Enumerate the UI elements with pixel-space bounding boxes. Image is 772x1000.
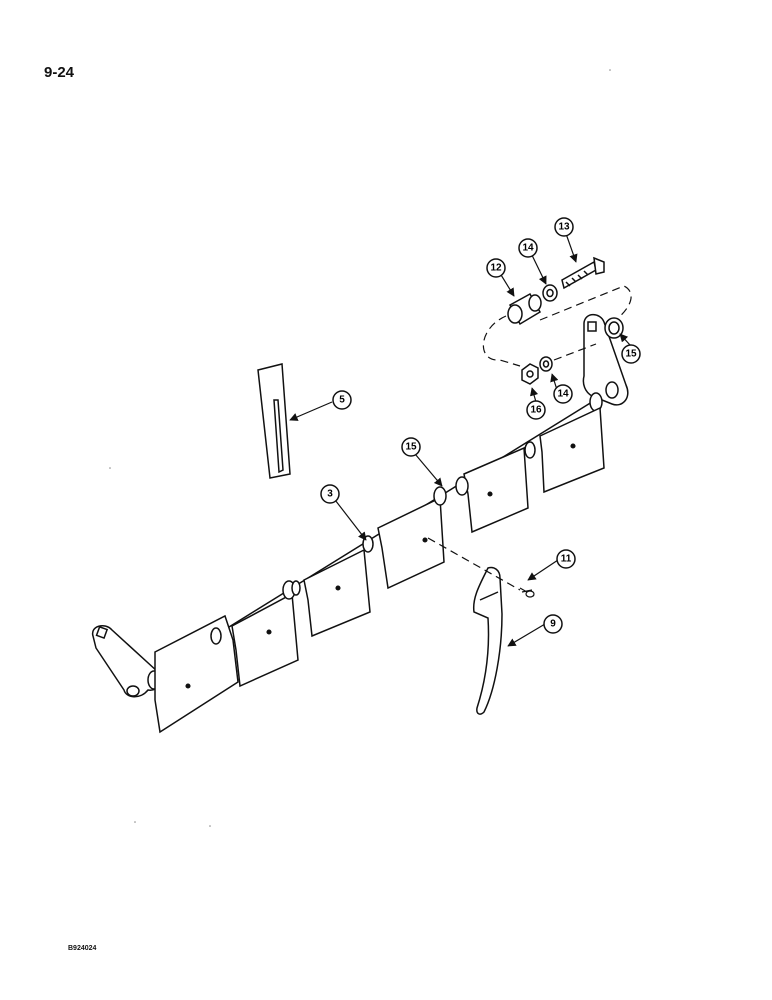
svg-text:11: 11 (561, 554, 572, 565)
tine-strap (257, 363, 291, 479)
svg-text:14: 14 (522, 243, 534, 254)
right-crank-arm (582, 313, 629, 412)
callout-14-upper: 14 (518, 238, 538, 258)
screw (519, 587, 535, 598)
scan-specks (109, 69, 611, 827)
svg-text:9: 9 (550, 619, 556, 630)
callout-11: 11 (556, 549, 576, 569)
callout-5: 5 (332, 390, 352, 410)
svg-text:15: 15 (625, 349, 637, 360)
plate-2 (231, 592, 299, 688)
callout-13: 13 (554, 217, 574, 237)
svg-text:15: 15 (405, 442, 417, 453)
left-crank-arm (91, 625, 162, 698)
figure-code: B924024 (68, 945, 97, 952)
callout-3: 3 (320, 484, 340, 504)
page-number: 9-24 (44, 64, 75, 81)
svg-text:13: 13 (558, 222, 570, 233)
plate-4 (377, 496, 445, 590)
callout-15-center: 15 (401, 437, 421, 457)
plate-5 (463, 446, 529, 534)
svg-text:16: 16 (530, 405, 542, 416)
callout-16: 16 (526, 400, 546, 420)
bolt (561, 256, 605, 290)
callout-12: 12 (486, 258, 506, 278)
bushing (507, 292, 542, 326)
callout-14-lower: 14 (553, 384, 573, 404)
lock-nut (521, 363, 539, 385)
svg-text:14: 14 (557, 389, 569, 400)
plate-6 (539, 406, 605, 494)
plate-3 (303, 548, 371, 638)
callout-9: 9 (543, 614, 563, 634)
assembly-lines (427, 285, 632, 591)
washer-upper (542, 284, 558, 302)
plate-1 (154, 614, 239, 734)
svg-text:5: 5 (339, 395, 345, 406)
svg-text:3: 3 (327, 489, 333, 500)
washer-lower (539, 356, 553, 372)
callout-15-right: 15 (621, 344, 641, 364)
spring-tine (472, 566, 503, 715)
plate-group (154, 406, 605, 734)
svg-text:12: 12 (490, 263, 502, 274)
